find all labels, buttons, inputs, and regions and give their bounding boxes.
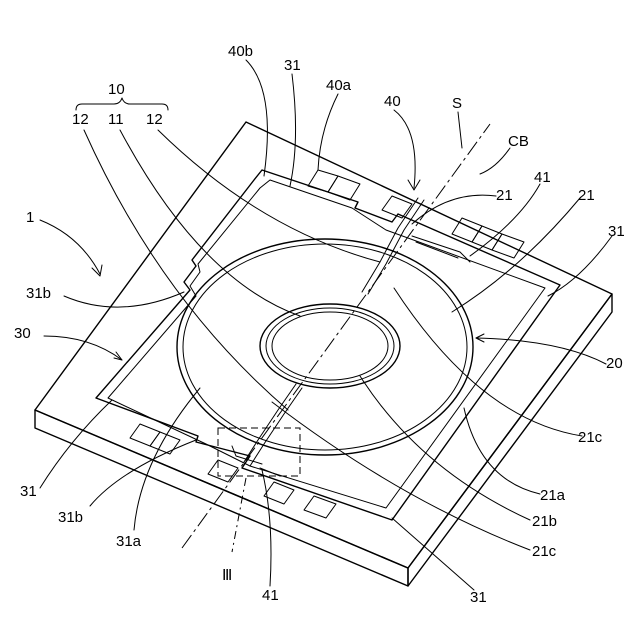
leader-30 — [44, 336, 122, 360]
leader-11 — [120, 130, 300, 316]
label-10: 10 — [108, 81, 125, 98]
leader-31-top — [290, 74, 296, 186]
label-21c-bottom: 21c — [532, 543, 557, 560]
leader-21b — [360, 376, 530, 520]
disc-outer — [177, 239, 473, 455]
label-21-right: 21 — [578, 187, 595, 204]
label-20: 20 — [606, 355, 623, 372]
center-ring-outer — [260, 304, 400, 388]
label-30: 30 — [14, 325, 31, 342]
label-40: 40 — [384, 93, 401, 110]
label-31b-bottom: 31b — [58, 509, 83, 526]
bond-pads — [130, 170, 524, 518]
leader-21c-right — [394, 288, 582, 436]
center-ring-inner — [272, 312, 388, 380]
label-31-right: 31 — [608, 223, 625, 240]
leader-21c-bottom — [272, 402, 530, 550]
leader-31-br — [392, 518, 474, 590]
label-12-right: 12 — [146, 111, 163, 128]
label-11: 11 — [108, 111, 124, 128]
beam-frame — [96, 170, 560, 520]
bond-pad — [130, 424, 160, 446]
leader-1 — [40, 220, 100, 274]
leader-31-right — [548, 236, 612, 296]
label-21b: 21b — [532, 513, 557, 530]
bond-pad — [492, 234, 524, 258]
bond-pad — [208, 460, 238, 482]
axis-S — [182, 124, 490, 548]
label-21a: 21a — [540, 487, 566, 504]
leader-CB — [480, 148, 510, 174]
bond-pad — [150, 432, 180, 454]
label-III: Ⅲ — [222, 567, 232, 584]
label-41-top: 41 — [534, 169, 551, 186]
label-40a: 40a — [326, 77, 352, 94]
wire-trace — [244, 384, 296, 462]
leader-S — [458, 112, 462, 148]
center-ring-mid — [266, 308, 394, 384]
label-41-bottom: 41 — [262, 587, 279, 604]
substrate-top-face — [35, 122, 612, 568]
substrate — [35, 122, 612, 586]
label-31-br: 31 — [470, 589, 487, 606]
label-31-top: 31 — [284, 57, 301, 74]
wire-trace — [362, 198, 418, 292]
labels: 10 12 11 12 40b 31 40a 40 S CB 21 41 21 … — [14, 43, 625, 606]
beam-frame-outer — [96, 170, 560, 520]
leader-31a — [134, 388, 200, 530]
label-21c-right: 21c — [578, 429, 603, 446]
label-1: 1 — [26, 209, 34, 226]
label-21-top: 21 — [496, 187, 513, 204]
label-31-bl: 31 — [20, 483, 37, 500]
leader-31b-left — [64, 292, 184, 307]
leader-21a — [464, 408, 540, 494]
bracket-10 — [76, 98, 168, 110]
label-31b-left: 31b — [26, 285, 51, 302]
label-S: S — [452, 95, 462, 112]
leader-31-bl — [40, 400, 112, 488]
leader-1-arrow — [92, 265, 102, 276]
vibrator-disc — [177, 239, 473, 455]
label-12-left: 12 — [72, 111, 89, 128]
bond-pad — [328, 176, 360, 200]
label-CB: CB — [508, 133, 529, 150]
leader-30-arrow — [114, 352, 122, 360]
leader-40b — [246, 60, 267, 176]
section-line-III — [232, 478, 246, 552]
leader-40 — [394, 110, 415, 188]
bond-pad — [264, 482, 294, 504]
label-40b: 40b — [228, 43, 253, 60]
disc-outer-inner — [183, 244, 467, 450]
wire-trace — [412, 236, 470, 262]
leader-20 — [476, 338, 606, 364]
bond-pad — [308, 170, 338, 192]
leader-40a — [318, 94, 338, 170]
label-31a: 31a — [116, 533, 142, 550]
